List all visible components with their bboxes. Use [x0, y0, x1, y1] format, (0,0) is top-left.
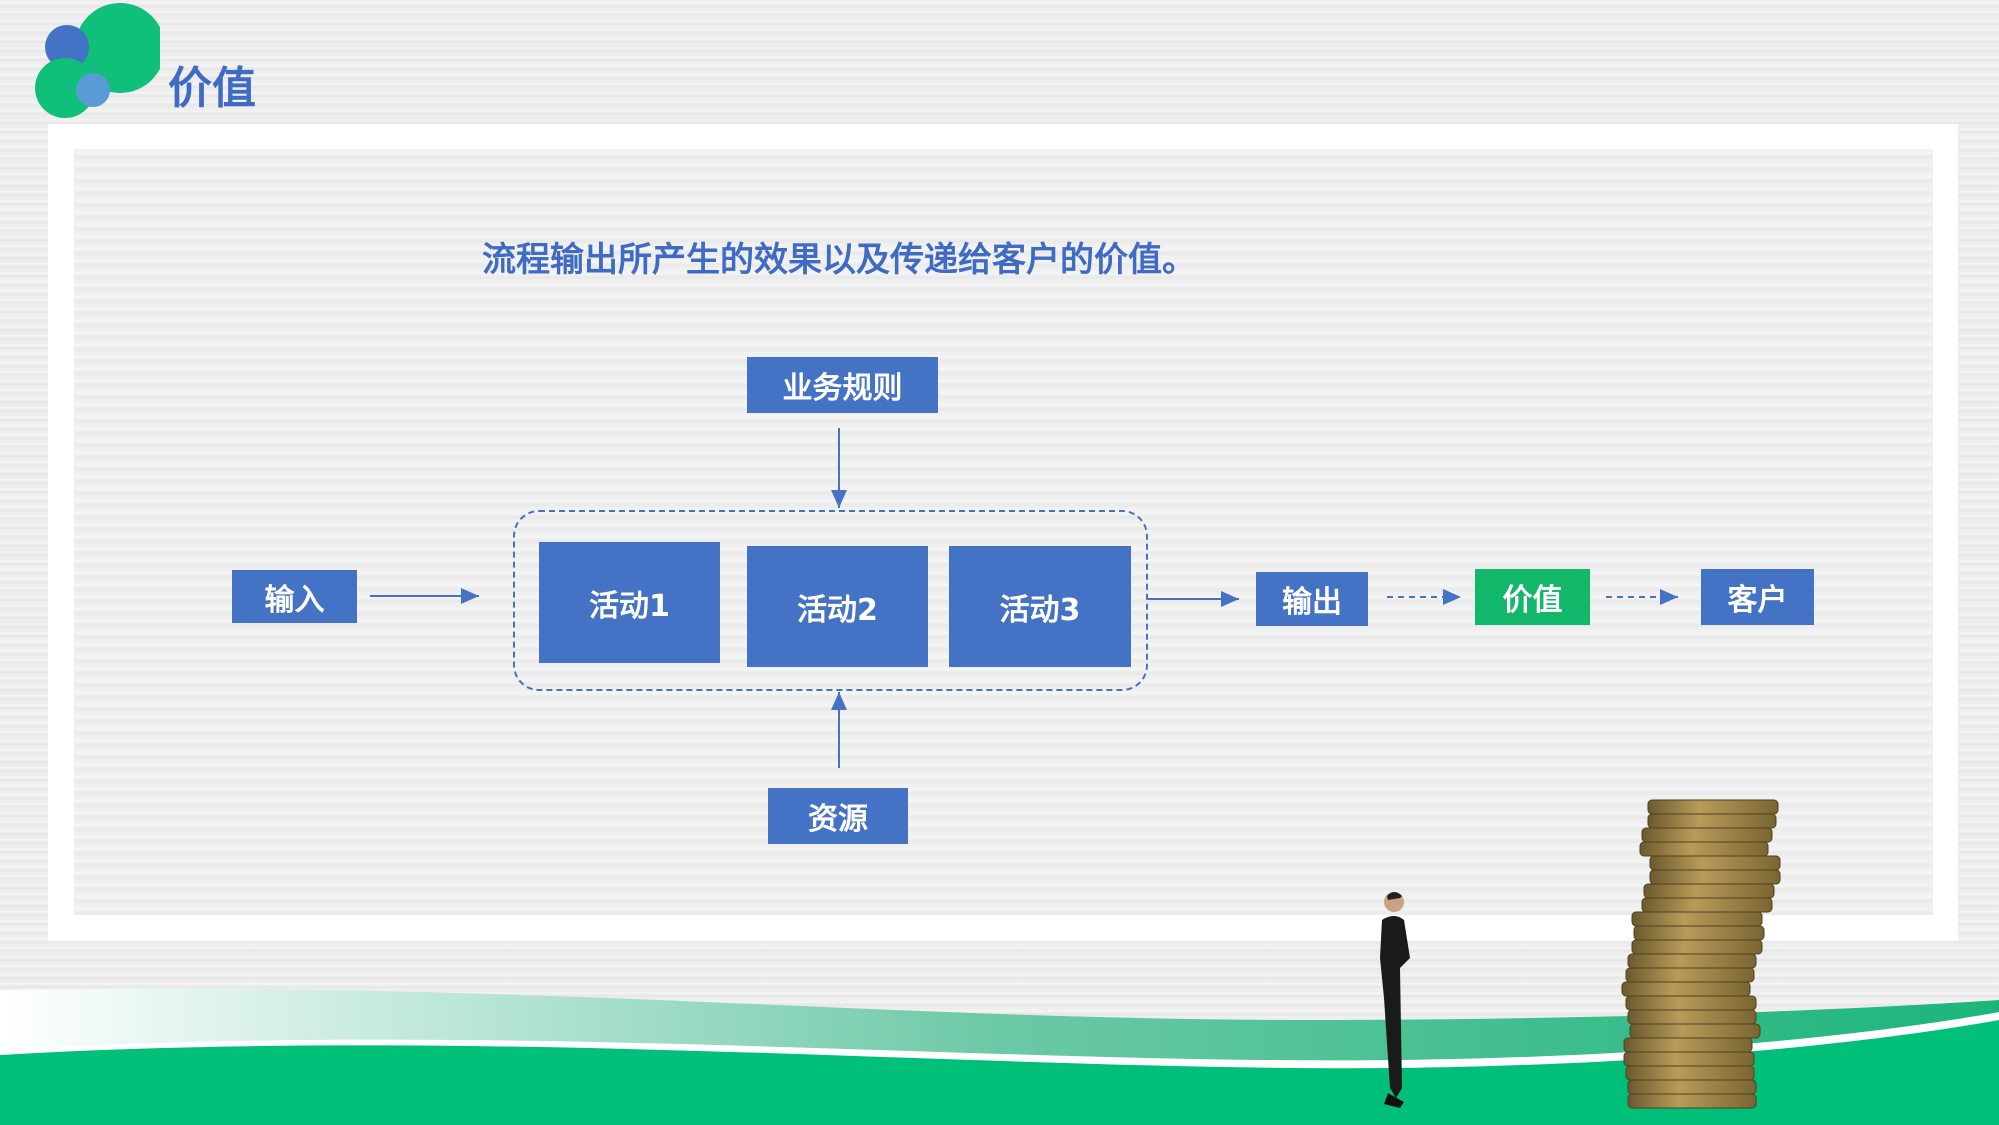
- coin-stack-image: [1621, 799, 1781, 1109]
- business-rules-box: 业务规则: [747, 357, 938, 413]
- activity-1-box: 活动1: [539, 542, 720, 663]
- subtitle: 流程输出所产生的效果以及传递给客户的价值。: [482, 240, 1196, 280]
- value-box: 价值: [1475, 569, 1590, 625]
- content-panel: [74, 149, 1933, 915]
- logo-icon: [35, 3, 160, 118]
- output-box: 输出: [1256, 572, 1368, 626]
- customer-box: 客户: [1701, 569, 1814, 625]
- input-box: 输入: [232, 570, 357, 623]
- bottom-wave: [0, 988, 1999, 1125]
- resources-box: 资源: [768, 788, 908, 844]
- activity-2-box: 活动2: [747, 546, 928, 667]
- page-title: 价值: [168, 63, 256, 114]
- businessman-image: [1380, 892, 1410, 1108]
- process-boundary: [513, 510, 1148, 691]
- activity-3-box: 活动3: [949, 546, 1131, 667]
